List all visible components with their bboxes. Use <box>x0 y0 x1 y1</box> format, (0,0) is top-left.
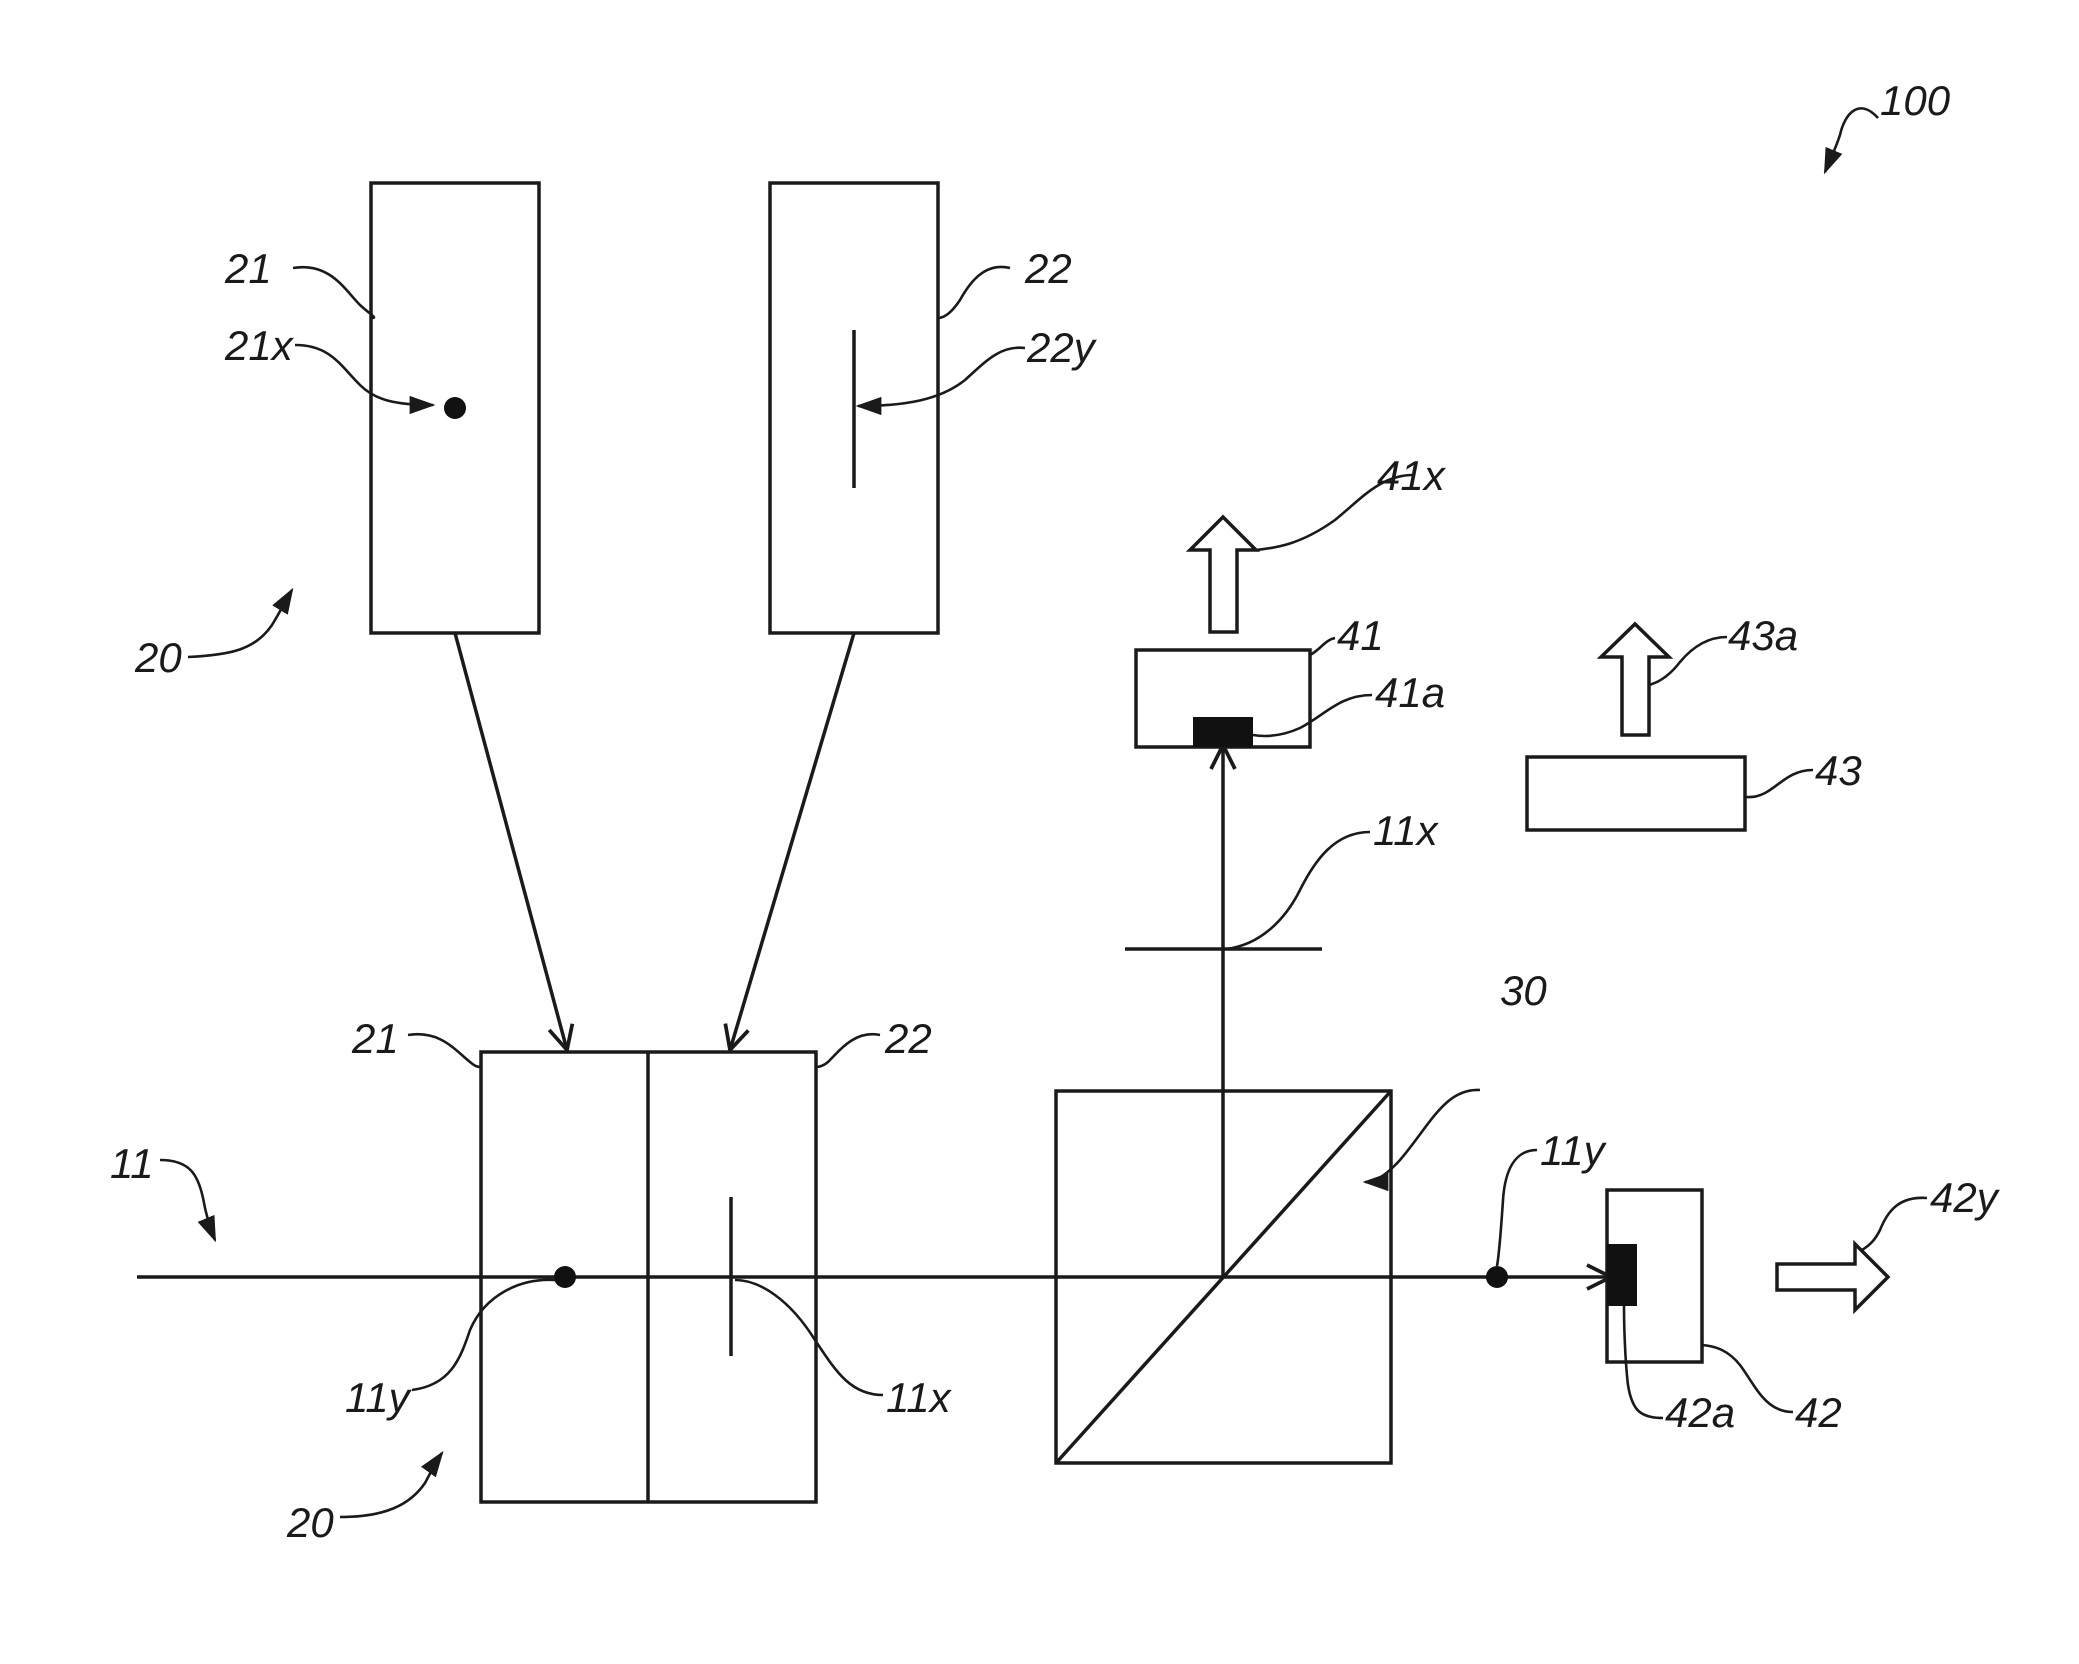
output-41x-arrow <box>1190 517 1256 632</box>
beam-11y-dot-right <box>1486 1266 1508 1288</box>
leader-42y <box>1862 1198 1927 1250</box>
output-43a-arrow <box>1601 624 1669 735</box>
label-42: 42 <box>1795 1389 1842 1436</box>
label-42y: 42y <box>1930 1174 2001 1221</box>
leader-11y-right <box>1497 1150 1537 1266</box>
label-22-bottom: 22 <box>884 1015 932 1062</box>
label-43: 43 <box>1815 747 1862 794</box>
label-100: 100 <box>1880 77 1951 124</box>
label-11x-left: 11x <box>886 1374 953 1421</box>
output-42y-arrow <box>1777 1244 1888 1310</box>
label-20-top: 20 <box>134 634 182 681</box>
arrow-21-to-assembly <box>455 633 567 1050</box>
leader-22-top <box>938 267 1010 318</box>
leader-11x-up <box>1226 832 1370 949</box>
detector-41a-sensor <box>1193 717 1253 747</box>
label-21x: 21x <box>224 322 295 369</box>
beam-11y-dot-left <box>554 1266 576 1288</box>
label-43a: 43a <box>1728 612 1798 659</box>
leader-22-bottom <box>816 1034 880 1067</box>
leader-41 <box>1310 638 1335 655</box>
leader-43a <box>1649 637 1727 685</box>
detector-42a-sensor <box>1607 1244 1637 1306</box>
leader-100 <box>1825 108 1878 172</box>
leader-43 <box>1745 770 1813 797</box>
leader-11 <box>160 1160 215 1240</box>
leader-20-bottom <box>340 1453 442 1517</box>
unit-43 <box>1527 757 1745 830</box>
label-21-top: 21 <box>224 245 272 292</box>
label-21-bottom: 21 <box>351 1015 399 1062</box>
label-41: 41 <box>1337 612 1384 659</box>
label-11: 11 <box>110 1140 154 1187</box>
leader-21-bottom <box>408 1034 481 1067</box>
label-22-top: 22 <box>1024 245 1072 292</box>
polarizer-21-axis-dot <box>444 397 466 419</box>
label-20-bottom: 20 <box>286 1499 334 1546</box>
leader-21-top <box>293 267 374 318</box>
label-11y-right: 11y <box>1540 1127 1608 1174</box>
label-41a: 41a <box>1375 669 1445 716</box>
leader-20-top <box>188 590 292 657</box>
label-41x: 41x <box>1377 452 1447 499</box>
label-42a: 42a <box>1665 1389 1735 1436</box>
arrow-22-to-assembly <box>730 633 854 1050</box>
label-11x-up: 11x <box>1373 807 1440 854</box>
label-22y: 22y <box>1026 324 1098 371</box>
label-30: 30 <box>1500 967 1547 1014</box>
label-11y-left: 11y <box>345 1374 413 1421</box>
